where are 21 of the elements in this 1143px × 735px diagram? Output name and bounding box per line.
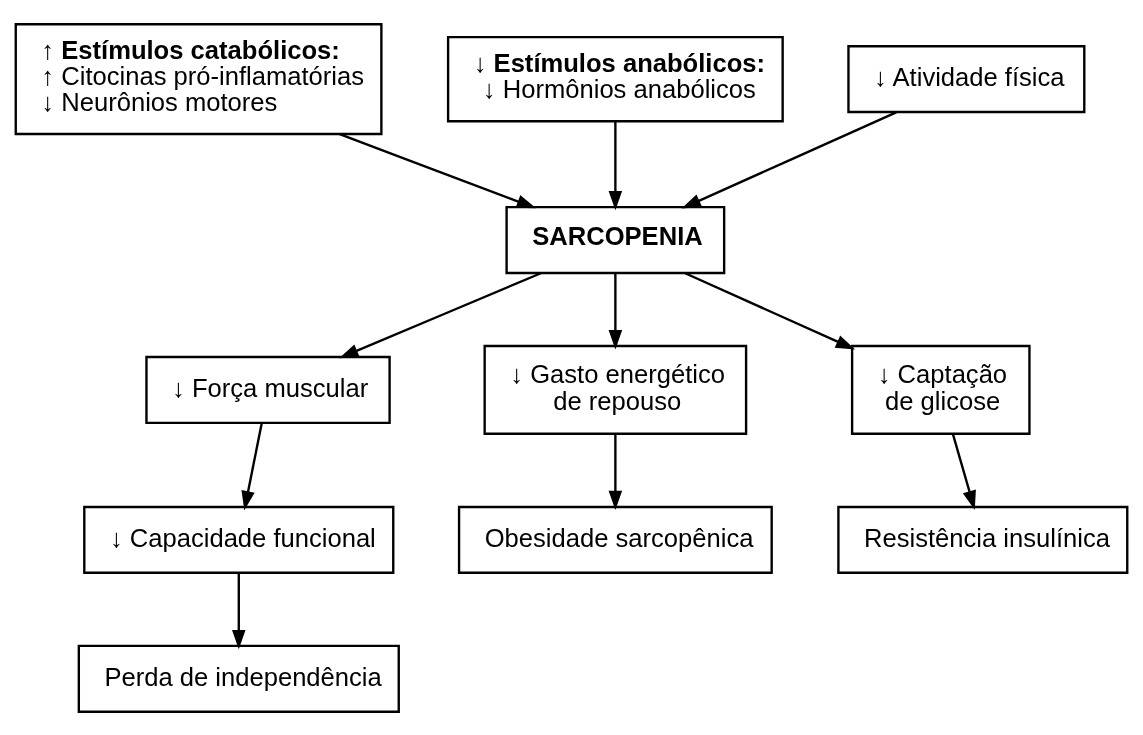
- arrow: [681, 110, 897, 209]
- arrow: [339, 132, 537, 208]
- arrow: [608, 433, 623, 510]
- arrow: [232, 572, 246, 649]
- node-box: ↓ Força muscular: [145, 355, 391, 424]
- node-box: SARCOPENIA: [505, 205, 726, 274]
- node-box: Resistência insulínica: [837, 505, 1129, 574]
- node-box: ↑ Estímulos catabólicos: ↑ Citocinas pró-inflamatórias ↓ Neurônios motores: [14, 22, 383, 135]
- node-box: ↓ Atividade física: [847, 44, 1086, 113]
- arrow: [241, 422, 263, 510]
- arrow: [951, 433, 976, 510]
- node-box: Perda de independência: [77, 644, 400, 713]
- node-box: ↓ Capacidade funcional: [83, 505, 395, 574]
- arrow: [608, 121, 623, 210]
- arrow: [608, 273, 623, 349]
- arrow: [339, 271, 542, 358]
- node-box: ↓ Gasto energético de repouso: [483, 344, 748, 435]
- node-box: ↓ Estímulos anabólicos: ↓ Hormônios anabólicos: [446, 35, 784, 122]
- arrow: [684, 271, 856, 350]
- node-box: Obesidade sarcopênica: [457, 505, 773, 574]
- node-box: ↓ Captação de glicose: [850, 344, 1031, 435]
